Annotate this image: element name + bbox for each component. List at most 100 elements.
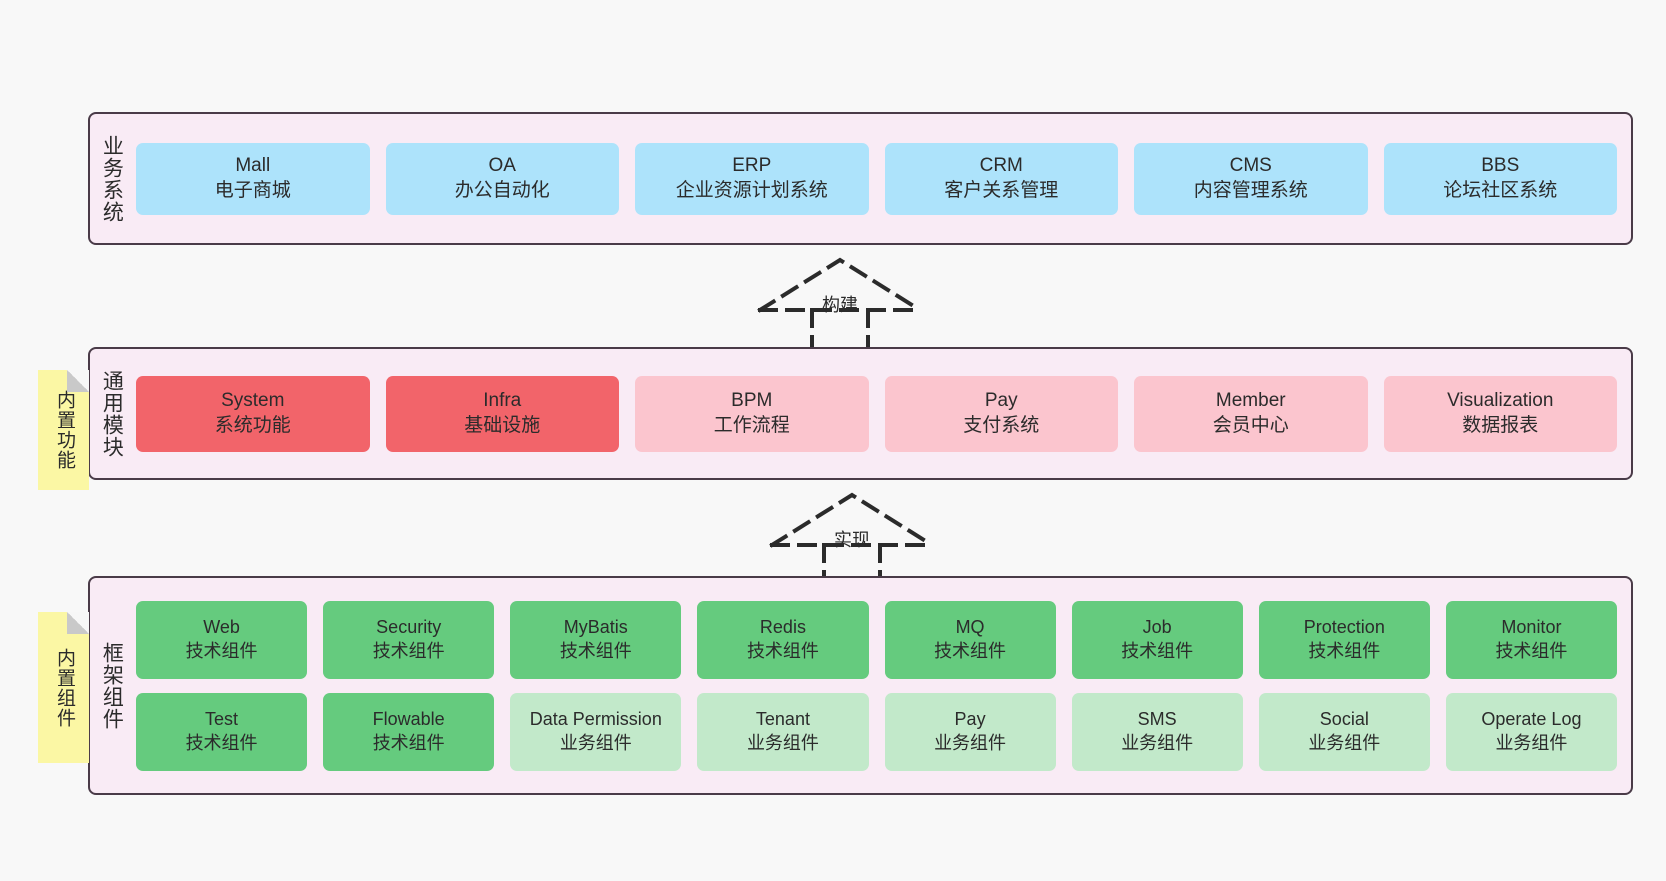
card-title: Pay	[984, 389, 1018, 411]
card-job[interactable]: Job 技术组件	[1071, 600, 1243, 679]
card-subtitle: 技术组件	[1495, 640, 1568, 661]
card-cms[interactable]: CMS 内容管理系统	[1134, 142, 1368, 215]
card-subtitle: 技术组件	[372, 640, 445, 661]
card-monitor[interactable]: Monitor 技术组件	[1445, 600, 1617, 679]
card-mq[interactable]: MQ 技术组件	[884, 600, 1056, 679]
card-test[interactable]: Test 技术组件	[136, 692, 308, 771]
card-visualization[interactable]: Visualization 数据报表	[1383, 375, 1617, 452]
card-row: System 系统功能 Infra 基础设施 BPM 工作流程 Pay 支付系统…	[136, 375, 1617, 452]
layer-title-common: 通用模块	[100, 369, 124, 458]
card-row: Web 技术组件 Security 技术组件 MyBatis 技术组件 Redi…	[136, 600, 1617, 679]
card-subtitle: 办公自动化	[454, 179, 550, 201]
card-subtitle: 技术组件	[185, 732, 258, 753]
card-crm[interactable]: CRM 客户关系管理	[884, 142, 1118, 215]
card-data-permission[interactable]: Data Permission 业务组件	[510, 692, 682, 771]
layer-common-module: 通用模块 System 系统功能 Infra 基础设施 BPM 工作流程 Pay…	[88, 347, 1633, 480]
note-builtin-function: 内置功能	[38, 370, 89, 490]
card-mybatis[interactable]: MyBatis 技术组件	[510, 600, 682, 679]
card-subtitle: 技术组件	[1121, 640, 1194, 661]
layer-body-common: System 系统功能 Infra 基础设施 BPM 工作流程 Pay 支付系统…	[132, 349, 1631, 478]
card-subtitle: 业务组件	[559, 732, 632, 753]
connector-build: 构建	[750, 255, 930, 357]
card-member[interactable]: Member 会员中心	[1134, 375, 1368, 452]
card-title: ERP	[732, 154, 772, 176]
card-title: Security	[376, 617, 442, 638]
card-infra[interactable]: Infra 基础设施	[385, 375, 619, 452]
card-protection[interactable]: Protection 技术组件	[1258, 600, 1430, 679]
card-title: MyBatis	[563, 617, 628, 638]
card-subtitle: 论坛社区系统	[1443, 179, 1558, 201]
card-subtitle: 技术组件	[934, 640, 1007, 661]
card-subtitle: 工作流程	[713, 414, 790, 436]
card-tenant[interactable]: Tenant 业务组件	[697, 692, 869, 771]
note-builtin-component: 内置组件	[38, 612, 89, 763]
layer-business-system: 业务系统 Mall 电子商城 OA 办公自动化 ERP 企业资源计划系统 CRM…	[88, 112, 1633, 245]
card-title: Web	[203, 617, 240, 638]
layer-title-business: 业务系统	[100, 134, 124, 223]
card-social[interactable]: Social 业务组件	[1258, 692, 1430, 771]
card-subtitle: 企业资源计划系统	[675, 179, 828, 201]
card-title: System	[221, 389, 285, 411]
card-bbs[interactable]: BBS 论坛社区系统	[1383, 142, 1617, 215]
card-title: Social	[1319, 709, 1369, 730]
card-row: Test 技术组件 Flowable 技术组件 Data Permission …	[136, 692, 1617, 771]
card-subtitle: 支付系统	[963, 414, 1040, 436]
note-label: 内置组件	[53, 647, 75, 728]
card-title: SMS	[1137, 709, 1177, 730]
note-label: 内置功能	[53, 390, 75, 470]
card-redis[interactable]: Redis 技术组件	[697, 600, 869, 679]
card-title: Redis	[759, 617, 806, 638]
card-sms[interactable]: SMS 业务组件	[1071, 692, 1243, 771]
card-title: CRM	[979, 154, 1023, 176]
card-title: Member	[1215, 389, 1286, 411]
card-row: Mall 电子商城 OA 办公自动化 ERP 企业资源计划系统 CRM 客户关系…	[136, 142, 1617, 215]
card-pay-business[interactable]: Pay 业务组件	[884, 692, 1056, 771]
card-subtitle: 业务组件	[1495, 732, 1568, 753]
generalization-arrow-icon	[757, 257, 923, 357]
card-subtitle: 内容管理系统	[1193, 179, 1308, 201]
card-oa[interactable]: OA 办公自动化	[385, 142, 619, 215]
card-subtitle: 技术组件	[1308, 640, 1381, 661]
card-subtitle: 系统功能	[214, 414, 291, 436]
card-subtitle: 基础设施	[464, 414, 541, 436]
card-subtitle: 技术组件	[372, 732, 445, 753]
card-subtitle: 技术组件	[185, 640, 258, 661]
card-title: Infra	[483, 389, 522, 411]
card-title: Test	[205, 709, 239, 730]
card-subtitle: 业务组件	[746, 732, 819, 753]
card-title: Data Permission	[529, 709, 662, 730]
card-title: BBS	[1481, 154, 1520, 176]
card-subtitle: 技术组件	[559, 640, 632, 661]
card-bpm[interactable]: BPM 工作流程	[635, 375, 869, 452]
card-title: Operate Log	[1481, 709, 1582, 730]
card-mall[interactable]: Mall 电子商城	[136, 142, 370, 215]
card-subtitle: 业务组件	[1308, 732, 1381, 753]
card-title: CMS	[1229, 154, 1272, 176]
layer-body-framework: Web 技术组件 Security 技术组件 MyBatis 技术组件 Redi…	[132, 578, 1631, 793]
card-subtitle: 客户关系管理	[944, 179, 1059, 201]
card-subtitle: 技术组件	[746, 640, 819, 661]
card-title: Protection	[1303, 617, 1385, 638]
card-system[interactable]: System 系统功能	[136, 375, 370, 452]
layer-body-business: Mall 电子商城 OA 办公自动化 ERP 企业资源计划系统 CRM 客户关系…	[132, 114, 1631, 243]
card-title: BPM	[731, 389, 773, 411]
card-title: Visualization	[1447, 389, 1554, 411]
card-security[interactable]: Security 技术组件	[323, 600, 495, 679]
card-pay[interactable]: Pay 支付系统	[884, 375, 1118, 452]
card-subtitle: 业务组件	[934, 732, 1007, 753]
card-subtitle: 业务组件	[1121, 732, 1194, 753]
layer-title-framework: 框架组件	[100, 641, 124, 730]
card-subtitle: 数据报表	[1462, 414, 1539, 436]
card-title: Monitor	[1501, 617, 1562, 638]
card-title: Pay	[954, 709, 986, 730]
card-erp[interactable]: ERP 企业资源计划系统	[635, 142, 869, 215]
card-operate-log[interactable]: Operate Log 业务组件	[1445, 692, 1617, 771]
card-web[interactable]: Web 技术组件	[136, 600, 308, 679]
card-title: Tenant	[755, 709, 810, 730]
card-title: Mall	[235, 154, 271, 176]
card-subtitle: 电子商城	[214, 179, 291, 201]
card-title: OA	[488, 154, 516, 176]
card-flowable[interactable]: Flowable 技术组件	[323, 692, 495, 771]
card-subtitle: 会员中心	[1212, 414, 1289, 436]
